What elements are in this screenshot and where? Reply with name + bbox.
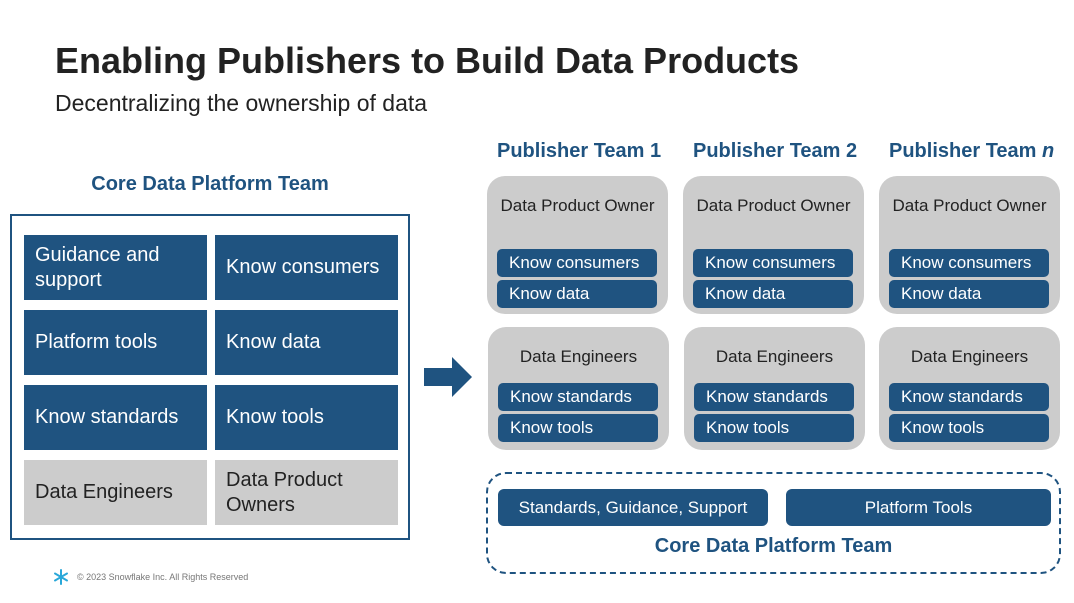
publisher-team-1-title: Publisher Team 1 (497, 140, 662, 162)
core-cell-data-product-owners: Data Product Owners (215, 460, 398, 525)
core-cell-know-tools: Know tools (215, 385, 398, 450)
pill-know-standards: Know standards (498, 383, 658, 411)
core-support-frame (486, 472, 1061, 574)
team-1-engineer-card: Data Engineers Know standards Know tools (488, 327, 669, 450)
pill-know-tools: Know tools (694, 414, 854, 442)
pill-know-standards: Know standards (889, 383, 1049, 411)
page-subtitle: Decentralizing the ownership of data (55, 90, 428, 116)
card-title: Data Product Owner (696, 196, 851, 215)
core-support-label: Core Data Platform Team (654, 535, 893, 557)
core-cell-data-engineers: Data Engineers (24, 460, 207, 525)
footer: © 2023 Snowflake Inc. All Rights Reserve… (53, 569, 248, 585)
pill-know-tools: Know tools (498, 414, 658, 442)
core-team-frame: Guidance and support Know consumers Plat… (10, 214, 410, 540)
pill-know-data: Know data (497, 280, 657, 308)
pill-know-consumers: Know consumers (497, 249, 657, 277)
pill-know-consumers: Know consumers (889, 249, 1049, 277)
card-title: Data Product Owner (892, 196, 1047, 215)
team-2-engineer-card: Data Engineers Know standards Know tools (684, 327, 865, 450)
pill-know-tools: Know tools (889, 414, 1049, 442)
right-arrow-icon (424, 357, 472, 397)
platform-tools-box: Platform Tools (786, 489, 1051, 526)
core-team-title: Core Data Platform Team (91, 173, 329, 195)
pill-know-data: Know data (693, 280, 853, 308)
copyright-text: © 2023 Snowflake Inc. All Rights Reserve… (77, 572, 249, 582)
standards-guidance-support-box: Standards, Guidance, Support (498, 489, 768, 526)
team-1-owner-card: Data Product Owner Know consumers Know d… (487, 176, 668, 314)
card-title: Data Engineers (715, 347, 834, 366)
core-cell-know-data: Know data (215, 310, 398, 375)
core-cell-platform-tools: Platform tools (24, 310, 207, 375)
card-title: Data Engineers (910, 347, 1029, 366)
pill-know-data: Know data (889, 280, 1049, 308)
snowflake-icon (54, 569, 68, 585)
pill-know-standards: Know standards (694, 383, 854, 411)
core-cell-guidance: Guidance and support (24, 235, 207, 300)
card-title: Data Product Owner (500, 196, 655, 215)
team-2-owner-card: Data Product Owner Know consumers Know d… (683, 176, 864, 314)
team-n-engineer-card: Data Engineers Know standards Know tools (879, 327, 1060, 450)
core-cell-know-standards: Know standards (24, 385, 207, 450)
publisher-team-2-title: Publisher Team 2 (693, 140, 858, 162)
card-title: Data Engineers (519, 347, 638, 366)
pill-know-consumers: Know consumers (693, 249, 853, 277)
publisher-team-n-title: Publisher Team n (889, 140, 1055, 162)
page-title: Enabling Publishers to Build Data Produc… (55, 40, 800, 81)
team-n-owner-card: Data Product Owner Know consumers Know d… (879, 176, 1060, 314)
core-cell-know-consumers: Know consumers (215, 235, 398, 300)
